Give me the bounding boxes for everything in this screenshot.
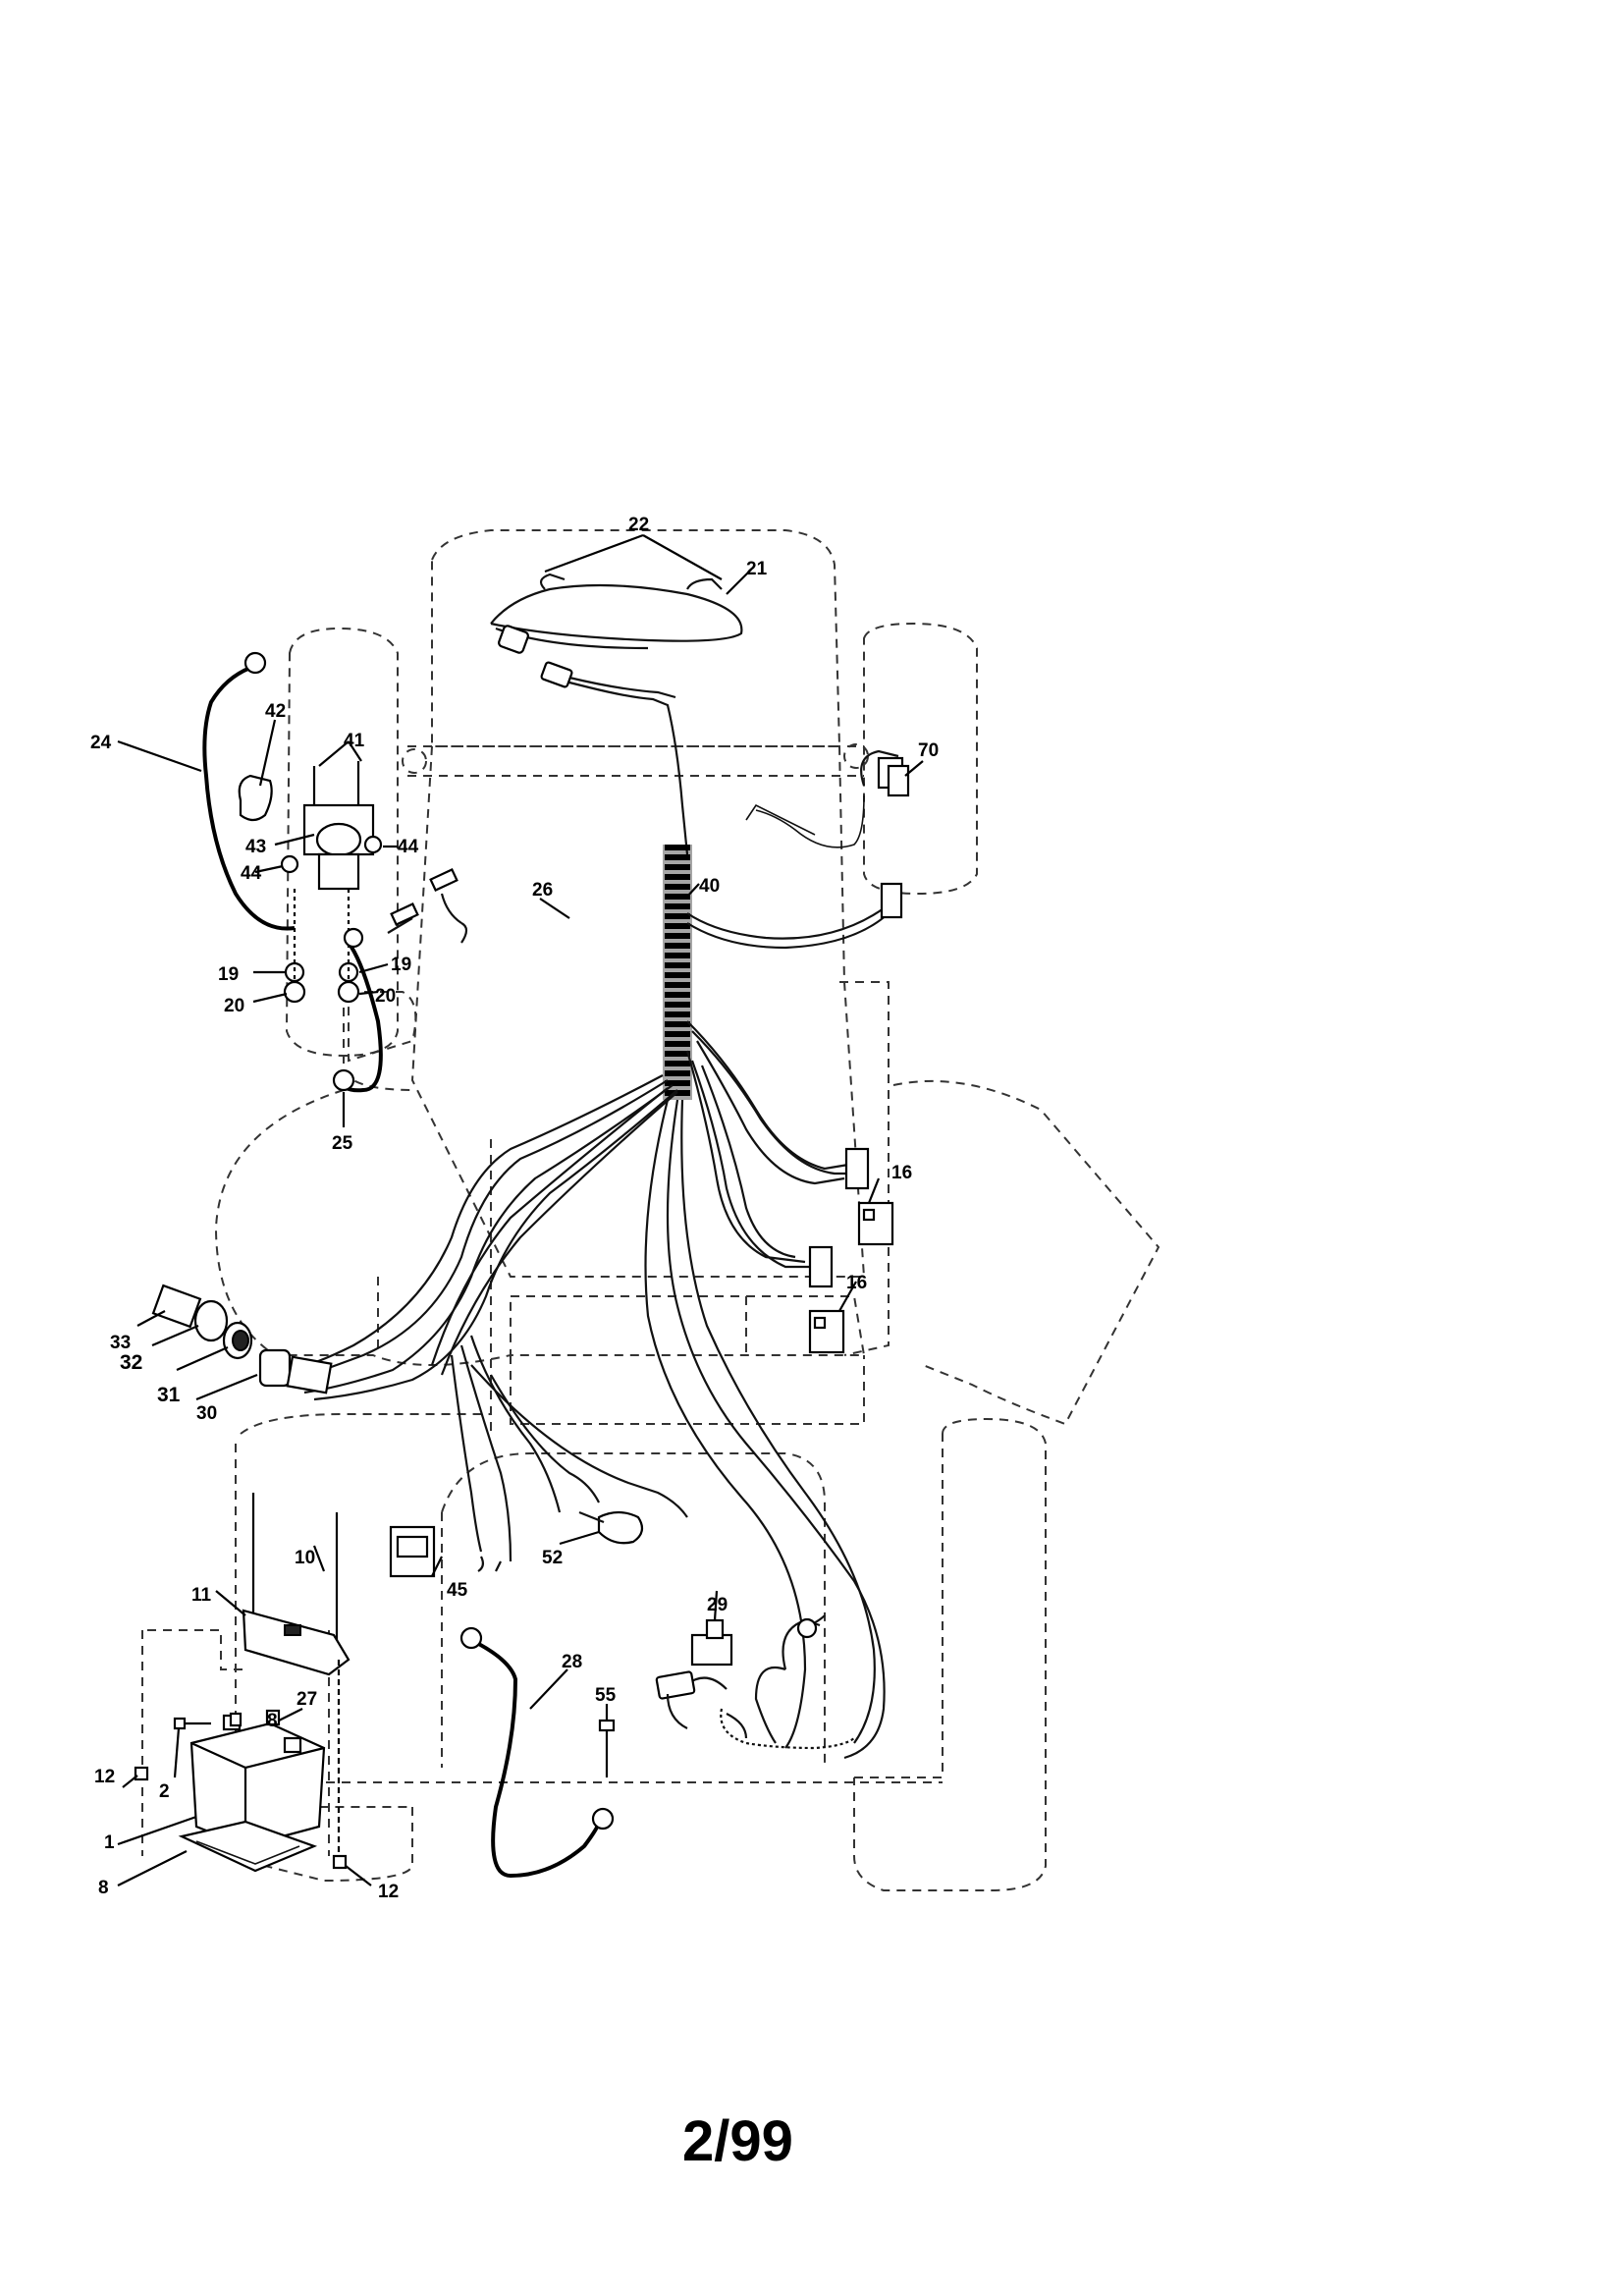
fastener-12-left (134, 1766, 149, 1781)
battery-terminal-pos (283, 1736, 302, 1754)
boot-42 (238, 774, 273, 822)
callout-32: 32 (120, 1351, 142, 1374)
harness-connector-headlight (498, 625, 529, 654)
callout-44-right: 44 (398, 837, 419, 857)
callout-28: 28 (562, 1652, 582, 1672)
nut-8 (229, 1712, 243, 1727)
seat-switch-connector (655, 1670, 696, 1700)
ignition-connector (286, 1355, 333, 1394)
callout-8-lower: 8 (98, 1878, 109, 1898)
callout-12-left: 12 (94, 1767, 115, 1787)
callout-11: 11 (191, 1585, 212, 1606)
tractor-outline (141, 529, 1160, 1891)
callout-52: 52 (542, 1548, 563, 1568)
callout-16-upper: 16 (891, 1163, 912, 1183)
callout-70: 70 (918, 740, 939, 761)
callout-31: 31 (157, 1384, 181, 1406)
nut-44-right (363, 835, 383, 854)
right-components (808, 764, 910, 1354)
harness-connector-upper (540, 661, 573, 688)
callout-25: 25 (332, 1133, 353, 1154)
callout-27: 27 (297, 1689, 317, 1710)
callout-40: 40 (699, 876, 720, 897)
callout-24: 24 (90, 733, 112, 753)
callout-55: 55 (595, 1685, 617, 1706)
callout-26: 26 (532, 880, 553, 901)
harness-connector-16-lower (808, 1245, 834, 1288)
callout-20-left: 20 (224, 996, 244, 1016)
callout-1: 1 (104, 1832, 115, 1853)
battery-tray-8 (178, 1820, 318, 1873)
callout-43: 43 (245, 837, 266, 857)
callout-21: 21 (746, 559, 768, 579)
bolt-27 (265, 1709, 281, 1726)
callout-16-lower: 16 (846, 1273, 867, 1293)
callout-10: 10 (295, 1548, 315, 1568)
callout-19-left: 19 (218, 964, 239, 985)
callout-41: 41 (344, 731, 365, 751)
callout-labels: 22 21 24 42 41 43 44 44 19 20 19 20 25 2… (90, 515, 939, 1902)
callout-20-right: 20 (375, 986, 396, 1007)
callout-8-upper: 8 (267, 1711, 278, 1731)
fastener-12-right (332, 1854, 348, 1870)
page-number: 2/99 (682, 2109, 793, 2173)
switch-29 (690, 1633, 733, 1667)
holddown-bracket-11 (242, 1609, 351, 1676)
cable-24-terminal (243, 651, 267, 675)
connector-70-body (887, 764, 910, 797)
callout-2: 2 (159, 1781, 170, 1802)
callout-33: 33 (110, 1333, 131, 1353)
battery-assembly (134, 1493, 351, 1873)
washer-20-left (283, 980, 306, 1004)
harness-connector-16-upper (844, 1147, 870, 1190)
main-harness (289, 573, 904, 1760)
callout-12-right: 12 (378, 1882, 399, 1902)
cable-28-terminal-bottom (591, 1807, 615, 1831)
callout-30: 30 (196, 1403, 217, 1424)
cable-28-terminal-top (459, 1626, 483, 1650)
callout-42: 42 (265, 701, 286, 722)
plug-52 (597, 1510, 644, 1545)
nut-44-left (280, 854, 299, 874)
ignition-cluster (151, 1284, 333, 1394)
callout-19-right: 19 (391, 955, 411, 975)
solenoid-assembly (202, 651, 468, 1093)
callout-44-left: 44 (241, 863, 262, 884)
callout-29: 29 (707, 1595, 728, 1615)
leader-lines (117, 533, 924, 1886)
callout-45: 45 (447, 1580, 468, 1601)
ignition-switch-30 (258, 1348, 292, 1388)
washer-20-right (337, 980, 360, 1004)
cable-25-terminal (332, 1068, 355, 1092)
key-33 (151, 1284, 202, 1329)
lower-components (389, 1510, 826, 1879)
connector-right-lower (880, 882, 903, 919)
nut-32 (193, 1299, 229, 1342)
callout-22: 22 (628, 515, 649, 535)
